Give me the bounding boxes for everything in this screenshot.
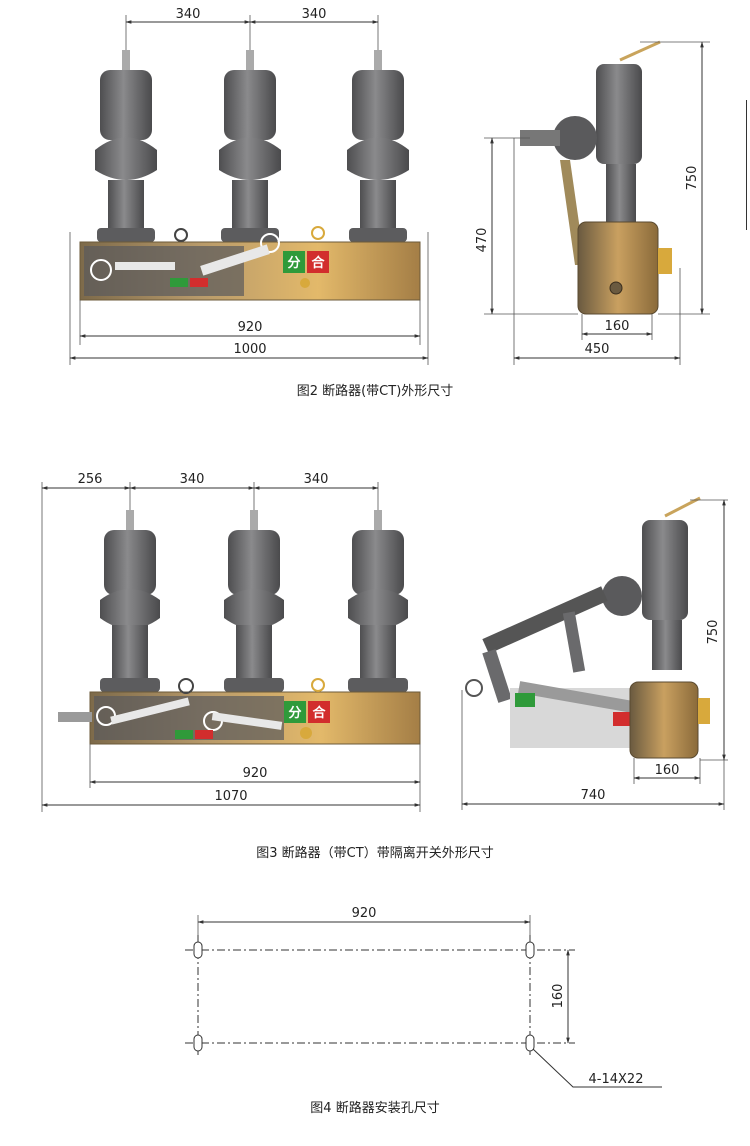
fig4-dim-hole-span: 920 [352,906,377,921]
fig4-hole-top-right [525,941,535,959]
fig3-dim-height-total: 750 [706,620,721,645]
fig4-hole-bottom-left [193,1034,203,1052]
fig3-pole-middle [224,510,284,692]
fig2-open-badge-label: 分 [287,255,300,271]
fig2-hole-icon [90,259,112,281]
fig3-dim-pole-spacing-1: 340 [180,472,205,487]
fig2-pole-right [347,50,409,242]
fig3-pole-right [348,510,408,692]
fig3-dim-pole-spacing-2: 340 [304,472,329,487]
figure-4: 920 160 4-14X22 [185,906,662,1088]
fig3-dim-depth-inner: 160 [655,763,680,778]
fig2-dim-depth-inner: 160 [605,319,630,334]
figure-3-caption: 图3 断路器（带CT）带隔离开关外形尺寸 [256,845,493,861]
fig3-close-badge-label: 合 [312,705,326,721]
fig2-close-badge-label: 合 [311,255,325,271]
fig2-dim-depth: 450 [585,342,610,357]
fig4-hole-top-left [193,941,203,959]
fig2-pole-left [95,50,157,242]
figure-4-caption: 图4 断路器安装孔尺寸 [310,1100,439,1116]
fig2-dim-pole-spacing-2: 340 [302,7,327,22]
fig2-pole-middle [219,50,281,242]
fig4-dim-hole-spec: 4-14X22 [589,1072,644,1087]
fig4-hole-bottom-right [525,1034,535,1052]
fig2-dim-rail-span: 920 [238,320,263,335]
fig3-dim-rail-span: 920 [243,766,268,781]
fig3-close-badge [308,701,330,723]
fig2-dim-height-lower: 470 [475,228,490,253]
figure-2-side: 750 470 160 450 [475,40,710,365]
fig2-dim-pole-spacing-1: 340 [176,7,201,22]
fig3-pole-left [100,510,160,692]
page-edge-line [746,100,747,230]
figure-3-side: 750 160 740 [461,496,728,810]
fig3-open-badge [284,701,306,723]
fig3-dim-offset: 256 [78,472,103,487]
fig3-dim-depth: 740 [581,788,606,803]
figure-2: 分 合 340 340 920 1000 [69,7,429,365]
fig3-open-badge-label: 分 [288,705,301,721]
fig2-close-badge [307,251,329,273]
figure-3: 分 合 256 340 340 920 1070 [41,472,421,812]
fig2-open-badge [283,251,305,273]
fig3-dim-overall-width: 1070 [214,789,247,804]
fig2-dim-overall-width: 1000 [233,342,266,357]
fig4-dim-hole-depth: 160 [551,984,566,1009]
figure-2-caption: 图2 断路器(带CT)外形尺寸 [297,383,454,399]
fig2-dim-height-total: 750 [685,166,700,191]
